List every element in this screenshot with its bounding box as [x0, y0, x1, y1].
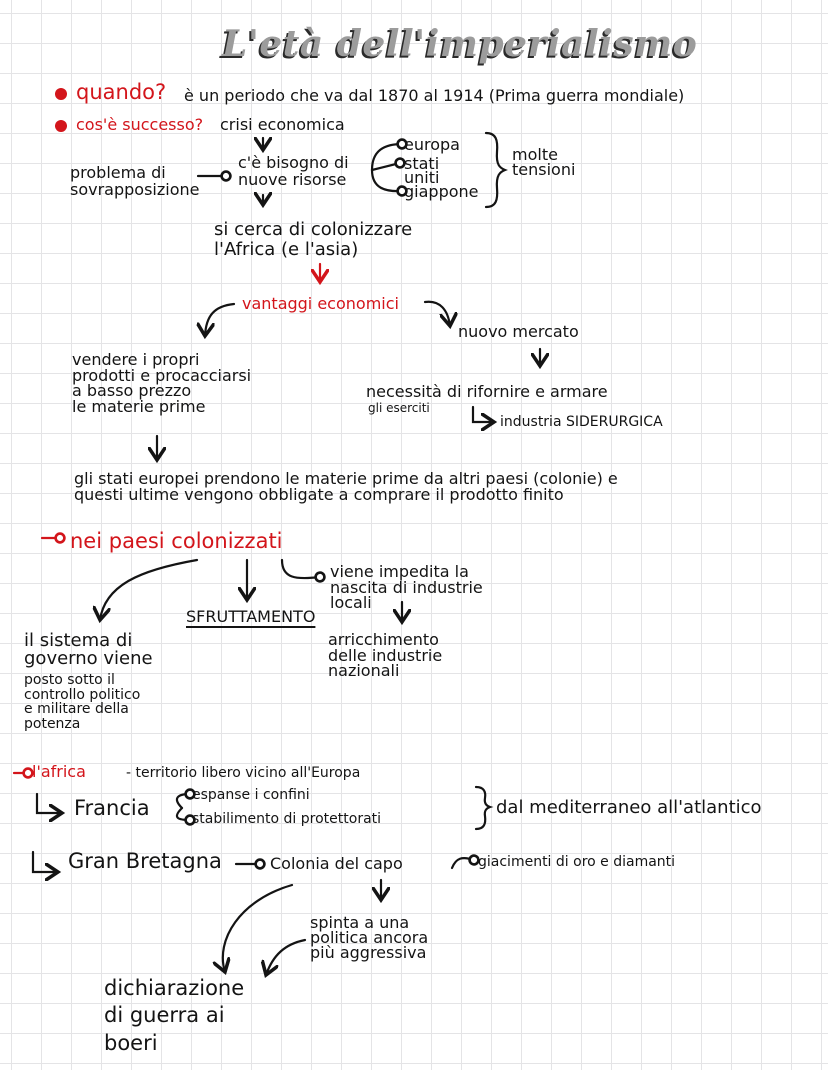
summary-text: gli stati europei prendono le materie pr… — [74, 469, 618, 504]
curved-arrow-icon — [266, 938, 307, 975]
sistema-governo: il sistema di governo viene — [24, 630, 153, 670]
colonia-del-capo: Colonia del capo — [270, 854, 403, 873]
gli-eserciti: gli eserciti — [368, 401, 430, 415]
sfruttamento-text: SFRUTTAMENTO — [186, 607, 316, 626]
vendere-prodotti: vendere i propri prodotti e procacciarsi… — [72, 350, 252, 417]
francia-espanse-confini: espanse i confini — [192, 787, 310, 803]
curved-arrow-icon — [280, 558, 326, 583]
arricchimento-industrie: arricchimento delle industrie nazionali — [328, 630, 443, 681]
cosa-label: cos'è successo? — [76, 115, 204, 134]
l-arrow-icon — [31, 850, 58, 872]
red-dot-bullet-icon — [55, 120, 67, 132]
necessita-rifornire: necessità di rifornire e armare — [366, 382, 608, 401]
curved-arrow-icon — [223, 883, 294, 972]
controllo-potenza: posto sotto il controllo politico e mili… — [24, 672, 141, 733]
paesi-colonizzati-label: nei paesi colonizzati — [70, 529, 283, 553]
gran-bretagna-label: Gran Bretagna — [68, 849, 222, 873]
quando-text: è un periodo che va dal 1870 al 1914 (Pr… — [184, 86, 685, 105]
sfruttamento-label: SFRUTTAMENTO — [186, 609, 315, 625]
country-giappone: giappone — [404, 182, 479, 201]
country-stati-uniti: stati uniti — [404, 154, 440, 187]
problema-sovrapposizione: problema di sovrapposizione — [70, 163, 200, 199]
brace-icon — [474, 785, 494, 831]
colonizzare-africa: si cerca di colonizzare l'Africa (e l'as… — [214, 219, 413, 260]
brace-icon — [484, 131, 508, 209]
africa-label: l'africa — [32, 762, 86, 781]
giacimenti-oro-diamanti: giacimenti di oro e diamanti — [478, 854, 676, 870]
page-title: L'età dell'imperialismo — [222, 23, 698, 65]
bisogno-risorse: c'è bisogno di nuove risorse — [238, 153, 349, 189]
impedita-industrie: viene impedita la nascita di industrie l… — [330, 562, 483, 613]
curved-arrow-icon — [205, 302, 236, 336]
red-dot-bullet-icon — [55, 88, 67, 100]
curved-arrow-icon — [423, 300, 450, 326]
l-arrow-icon — [471, 405, 494, 422]
territorio-libero: - territorio libero vicino all'Europa — [126, 765, 361, 781]
country-europa: europa — [404, 135, 460, 154]
quando-label: quando? — [76, 80, 167, 104]
l-arrow-icon — [35, 792, 62, 813]
dichiarazione-guerra-boeri: dichiarazione di guerra ai boeri — [104, 976, 245, 1055]
nuovo-mercato: nuovo mercato — [458, 322, 579, 341]
curved-arrow-icon — [100, 558, 199, 620]
vantaggi-economici-label: vantaggi economici — [242, 294, 399, 313]
molte-tensioni: molte tensioni — [512, 145, 576, 180]
francia-risultato: dal mediterraneo all'atlantico — [496, 797, 762, 818]
francia-protettorati: stabilimento di protettorati — [192, 811, 382, 827]
spinta-aggressiva: spinta a una politica ancora più aggress… — [310, 913, 429, 963]
crisi-economica: crisi economica — [220, 115, 345, 134]
industria-siderurgica: industria SIDERURGICA — [500, 414, 663, 430]
curved-arrow-icon — [450, 854, 480, 870]
francia-label: Francia — [74, 796, 150, 820]
